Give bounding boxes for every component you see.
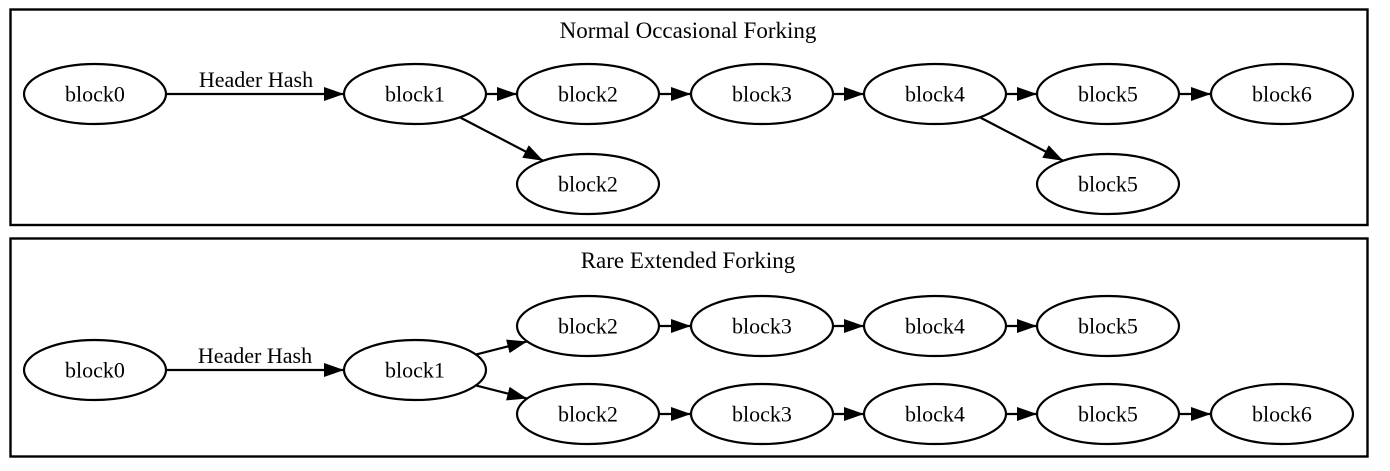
node-normal-occasional-forking-block5_fork: block5 xyxy=(1035,152,1181,216)
block1-ellipse xyxy=(342,62,488,126)
block4_lower-label: block4 xyxy=(905,402,965,427)
node-rare-extended-forking-block0: block0 xyxy=(22,338,168,402)
block6-label: block6 xyxy=(1252,82,1312,107)
edge-label-header-hash: Header Hash xyxy=(199,67,313,92)
block5_upper-ellipse xyxy=(1035,294,1181,358)
node-rare-extended-forking-block3_lower: block3 xyxy=(689,382,835,446)
node-normal-occasional-forking-block6: block6 xyxy=(1209,62,1355,126)
block3_upper-label: block3 xyxy=(732,314,792,339)
block4-label: block4 xyxy=(905,82,965,107)
normal-occasional-forking-title: Normal Occasional Forking xyxy=(560,18,817,43)
node-rare-extended-forking-block6_lower: block6 xyxy=(1209,382,1355,446)
node-normal-occasional-forking-block3: block3 xyxy=(689,62,835,126)
node-normal-occasional-forking-block2: block2 xyxy=(515,62,661,126)
node-rare-extended-forking-block4_lower: block4 xyxy=(862,382,1008,446)
block1-ellipse xyxy=(342,338,488,402)
block0-ellipse xyxy=(22,338,168,402)
block5_fork-label: block5 xyxy=(1078,172,1138,197)
node-normal-occasional-forking-block4: block4 xyxy=(862,62,1008,126)
edge-block1-to-block2_lower xyxy=(475,384,528,401)
block2_lower-ellipse xyxy=(515,382,661,446)
block2-label: block2 xyxy=(558,82,618,107)
node-rare-extended-forking-block2_lower: block2 xyxy=(515,382,661,446)
block5-ellipse xyxy=(1035,62,1181,126)
node-rare-extended-forking-block4_upper: block4 xyxy=(862,294,1008,358)
block3_lower-ellipse xyxy=(689,382,835,446)
edge-block1-to-block2_upper xyxy=(475,339,528,356)
block2_fork-label: block2 xyxy=(558,172,618,197)
node-rare-extended-forking-block5_upper: block5 xyxy=(1035,294,1181,358)
block5_fork-ellipse xyxy=(1035,152,1181,216)
node-normal-occasional-forking-block5: block5 xyxy=(1035,62,1181,126)
node-rare-extended-forking-block1: block1 xyxy=(342,338,488,402)
node-rare-extended-forking-block5_lower: block5 xyxy=(1035,382,1181,446)
block3-ellipse xyxy=(689,62,835,126)
normal-occasional-forking-panel-border xyxy=(9,8,1369,227)
block2_upper-label: block2 xyxy=(558,314,618,339)
block1-label: block1 xyxy=(385,358,445,383)
rare-extended-forking-title: Rare Extended Forking xyxy=(581,248,796,273)
block0-label: block0 xyxy=(65,82,125,107)
block6-ellipse xyxy=(1209,62,1355,126)
block1-label: block1 xyxy=(385,82,445,107)
node-normal-occasional-forking-block0: block0 xyxy=(22,62,168,126)
rare-extended-forking-panel-border xyxy=(9,237,1369,458)
edge-block4-to-block5_fork xyxy=(979,116,1064,162)
block6_lower-ellipse xyxy=(1209,382,1355,446)
node-rare-extended-forking-block2_upper: block2 xyxy=(515,294,661,358)
block0-label: block0 xyxy=(65,358,125,383)
block2_lower-label: block2 xyxy=(558,402,618,427)
block3_lower-label: block3 xyxy=(732,402,792,427)
block4-ellipse xyxy=(862,62,1008,126)
block3-label: block3 xyxy=(732,82,792,107)
node-normal-occasional-forking-block2_fork: block2 xyxy=(515,152,661,216)
block2_upper-ellipse xyxy=(515,294,661,358)
node-normal-occasional-forking-block1: block1 xyxy=(342,62,488,126)
edge-block1-to-block2_fork xyxy=(459,116,544,162)
block2-ellipse xyxy=(515,62,661,126)
block4_upper-ellipse xyxy=(862,294,1008,358)
block4_lower-ellipse xyxy=(862,382,1008,446)
block5_upper-label: block5 xyxy=(1078,314,1138,339)
block4_upper-label: block4 xyxy=(905,314,965,339)
block0-ellipse xyxy=(22,62,168,126)
block6_lower-label: block6 xyxy=(1252,402,1312,427)
block5-label: block5 xyxy=(1078,82,1138,107)
block2_fork-ellipse xyxy=(515,152,661,216)
block5_lower-ellipse xyxy=(1035,382,1181,446)
block3_upper-ellipse xyxy=(689,294,835,358)
edge-label-header-hash: Header Hash xyxy=(198,343,312,368)
block5_lower-label: block5 xyxy=(1078,402,1138,427)
node-rare-extended-forking-block3_upper: block3 xyxy=(689,294,835,358)
